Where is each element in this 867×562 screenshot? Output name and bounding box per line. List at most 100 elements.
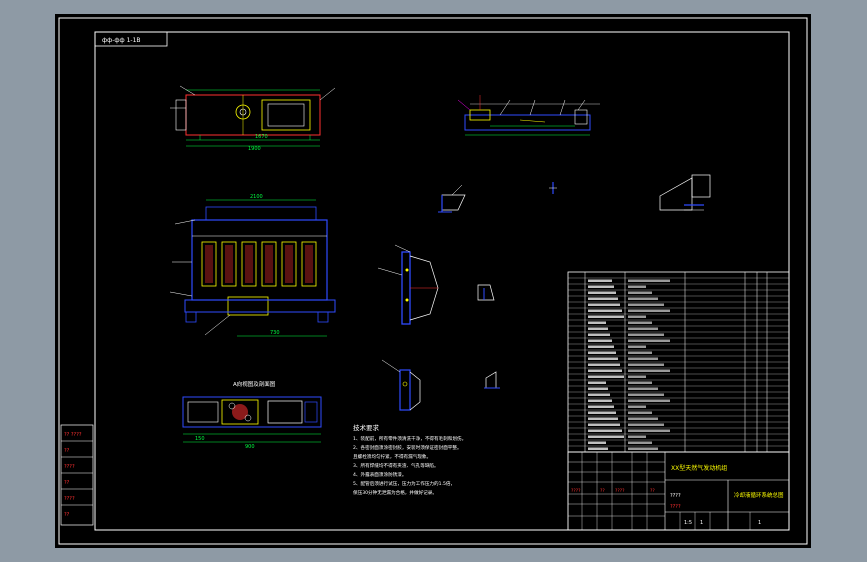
tech-note: 1、装配前，所有零件须清洗干净，不得有毛刺和划伤。 — [353, 435, 466, 442]
parts-list-entry-mark — [628, 447, 658, 450]
parts-list-entry-mark — [628, 279, 670, 282]
parts-list-entry-mark — [588, 345, 614, 348]
parts-list-entry-mark — [628, 291, 652, 294]
title-mark-a: ???? — [670, 493, 681, 499]
dim-bottom-left: 150 — [195, 436, 205, 442]
title-drawing-name: 冷却液循环系统总图 — [734, 491, 784, 499]
parts-list-entry-mark — [628, 399, 670, 402]
parts-list-entry-mark — [588, 333, 610, 336]
parts-list-entry-mark — [588, 375, 624, 378]
parts-list-entry-mark — [588, 357, 618, 360]
parts-list-entry-mark — [588, 411, 616, 414]
parts-list-entry-mark — [588, 315, 624, 318]
dim-bottom-width: 900 — [245, 444, 255, 450]
parts-list-entry-mark — [628, 405, 646, 408]
parts-list-entry-mark — [628, 345, 646, 348]
parts-list-entry-mark — [588, 441, 606, 444]
title-qty: 1 — [700, 520, 703, 526]
title-name: XX型天然气发动机组 — [671, 464, 727, 472]
parts-list-entry-mark — [628, 417, 658, 420]
side-strip-cell: ???? — [64, 496, 75, 502]
detail-views — [377, 174, 711, 411]
title-block: XX型天然气发动机组 冷却液循环系统总图 ???? ???? 1:5 1 1 ?… — [567, 451, 790, 531]
side-strip: ?? ???? ?? ???? ?? ???? ?? — [60, 424, 94, 526]
bottom-section-view: A向视图及剖面图 900 150 — [182, 380, 322, 450]
side-strip-cell: ?? ???? — [64, 432, 82, 438]
parts-list-entry-mark — [588, 387, 608, 390]
parts-list-entry-mark — [628, 381, 652, 384]
title-sheet: 1 — [758, 520, 761, 526]
parts-list-entry-mark — [628, 411, 652, 414]
side-strip-cell: ?? — [64, 448, 70, 454]
tech-note: 3、所有焊缝均不得有夹渣、气孔等缺陷。 — [353, 462, 439, 469]
parts-list-entry-mark — [588, 363, 620, 366]
parts-list-entry-mark — [588, 321, 606, 324]
parts-list-entry-mark — [588, 303, 620, 306]
side-strip-cell: ?? — [64, 480, 70, 486]
revision-cell: ?? — [650, 488, 655, 494]
outer-border — [58, 17, 808, 545]
parts-list-entry-mark — [628, 297, 658, 300]
title-mark-b: ???? — [670, 504, 681, 510]
dim-top-width: 1670 — [255, 134, 268, 140]
parts-list-entry-mark — [628, 441, 652, 444]
parts-list-entry-mark — [628, 369, 670, 372]
dim-front-right: 730 — [270, 330, 280, 336]
tech-note: 4、外露表面须涂防锈漆。 — [353, 471, 406, 478]
parts-list-entry-mark — [628, 339, 670, 342]
title-scale: 1:5 — [684, 520, 692, 526]
tech-note: 且螺栓须均匀拧紧，不得有漏气现象。 — [353, 453, 431, 460]
parts-list-entry-mark — [588, 279, 612, 282]
parts-list-entry-mark — [588, 417, 618, 420]
parts-list-entry-mark — [588, 399, 612, 402]
dim-top-overall: 1900 — [248, 146, 261, 152]
revision-cell: ???? — [571, 488, 581, 494]
parts-list-entry-mark — [628, 285, 646, 288]
parts-list-entry-mark — [628, 429, 670, 432]
parts-list-entry-mark — [588, 369, 622, 372]
side-strip-cell: ?? — [64, 512, 70, 518]
revision-cell: ?? — [600, 488, 605, 494]
tech-note: 5、配管后须进行试压，压力为工作压力的1.5倍， — [353, 480, 455, 487]
parts-list-entry-mark — [628, 315, 646, 318]
parts-list-entry-mark — [588, 339, 612, 342]
parts-list-entry-mark — [588, 291, 616, 294]
front-view: 730 2100 — [169, 194, 336, 337]
parts-list-entry-mark — [588, 429, 622, 432]
parts-list-entry-mark — [628, 321, 652, 324]
parts-list — [567, 271, 790, 453]
parts-list-entry-mark — [588, 393, 610, 396]
parts-list-entry-mark — [588, 327, 608, 330]
corner-tag: фф-фф 1-1В — [102, 37, 141, 44]
parts-list-entry-mark — [628, 375, 646, 378]
tech-title: 技术要求 — [353, 423, 380, 432]
parts-list-entry-mark — [588, 435, 624, 438]
corner-tag-box — [94, 31, 168, 47]
tech-note: 2、各密封面须涂密封胶，安装时须保证密封面平整。 — [353, 444, 462, 451]
parts-list-entry-mark — [588, 405, 614, 408]
parts-list-entry-mark — [628, 303, 664, 306]
parts-list-entry-mark — [628, 327, 658, 330]
parts-list-entry-mark — [628, 393, 664, 396]
side-strip-cell: ???? — [64, 464, 75, 470]
parts-list-entry-mark — [628, 423, 664, 426]
parts-list-entry-mark — [588, 381, 606, 384]
parts-list-entry-mark — [588, 297, 618, 300]
dim-front-width: 2100 — [250, 194, 263, 200]
section-label: A向视图及剖面图 — [233, 380, 276, 388]
parts-list-entry-mark — [628, 333, 664, 336]
parts-list-entry-mark — [628, 309, 670, 312]
tech-note: 保压30分钟无泄漏为合格，并做好记录。 — [353, 489, 437, 496]
top-view: 1670 1900 — [170, 85, 336, 152]
parts-list-entry-mark — [628, 387, 658, 390]
side-view — [457, 95, 600, 136]
parts-list-entry-mark — [628, 351, 652, 354]
parts-list-entry-mark — [628, 435, 646, 438]
parts-list-entry-mark — [628, 363, 664, 366]
parts-list-entry-mark — [588, 423, 620, 426]
parts-list-entry-mark — [588, 447, 608, 450]
parts-list-entry-mark — [628, 357, 658, 360]
parts-list-entry-mark — [588, 309, 622, 312]
